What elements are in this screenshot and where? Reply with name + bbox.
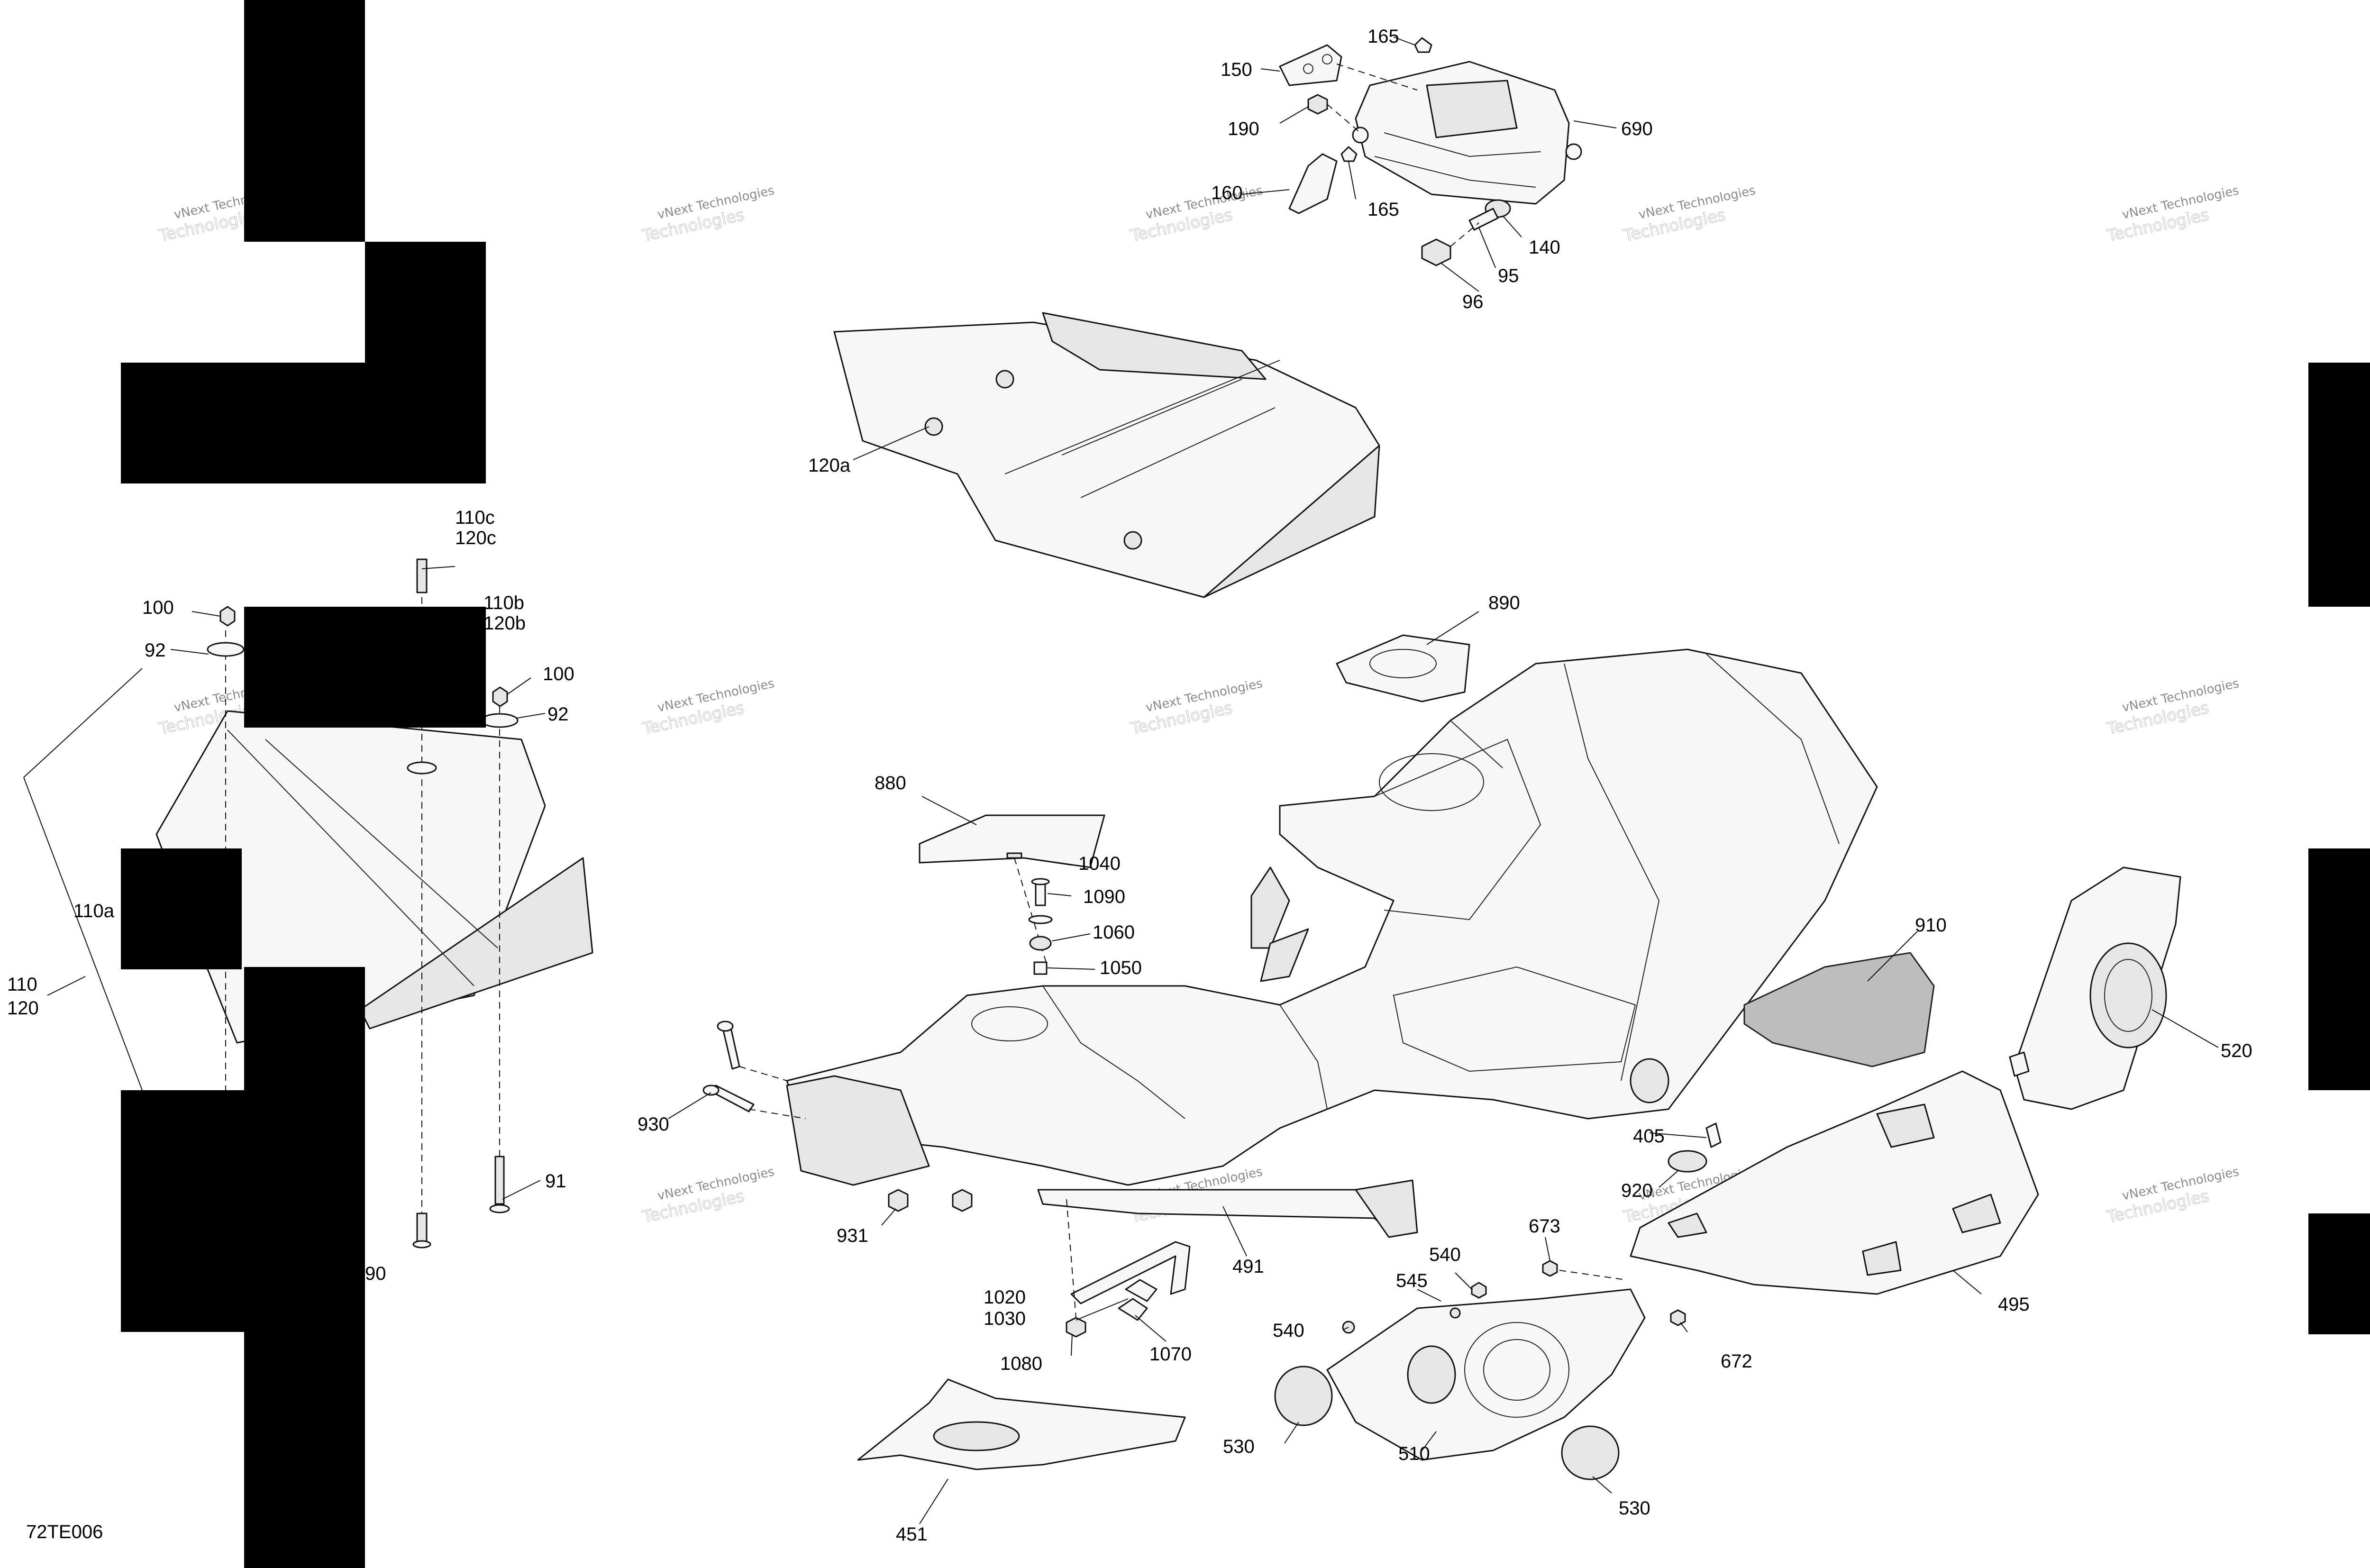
callout-label: 520	[2221, 1040, 2252, 1061]
callout-label: 110c	[455, 507, 495, 528]
callout-label: 92	[547, 704, 569, 725]
callout-label: 96	[1462, 292, 1484, 312]
callout-label: 150	[1221, 59, 1252, 80]
callout-label: 1070	[1149, 1344, 1192, 1365]
callout-labels: 165 150 190 690 160 165 140 95 96 120a 1…	[7, 26, 2252, 1545]
callout-label: 92	[145, 640, 166, 661]
callout-label: 160	[1211, 182, 1243, 203]
callout-label: 510	[1398, 1443, 1430, 1464]
callout-label: 495	[1998, 1294, 2030, 1315]
callout-label: 100	[142, 597, 174, 618]
callout-label: 120b	[483, 613, 526, 634]
redaction-blocks	[121, 0, 2370, 1568]
callout-label: 1080	[1000, 1353, 1042, 1374]
callout-label: 110	[7, 974, 37, 995]
callout-label: 1050	[1100, 957, 1142, 978]
leader-lines	[47, 36, 2219, 1524]
access-plate-880	[919, 814, 1105, 975]
bezel-510	[1274, 1260, 1686, 1480]
callout-label: 120c	[455, 528, 496, 548]
lower-tray-495	[1630, 1070, 2039, 1295]
diagram-id: 72TE006	[26, 1522, 103, 1542]
light-housing-520	[2009, 866, 2181, 1110]
callout-label: 90	[365, 1263, 386, 1284]
callout-label: 405	[1633, 1126, 1665, 1147]
callout-label: 880	[875, 773, 906, 793]
callout-label: 530	[1619, 1498, 1650, 1519]
callout-label: 920	[1621, 1180, 1653, 1201]
callout-label: 95	[1498, 265, 1519, 286]
callout-label: 930	[638, 1114, 669, 1135]
cover-plate-890	[1336, 634, 1470, 702]
rear-bracket-assembly	[1279, 37, 1582, 266]
fasteners-930-931	[702, 1021, 973, 1212]
callout-label: 673	[1529, 1216, 1560, 1237]
callout-label: 140	[1529, 237, 1560, 258]
callout-label: 190	[1228, 119, 1259, 139]
callout-label: 100	[543, 664, 574, 684]
mount-bracket-1020	[1066, 1199, 1191, 1338]
callout-label: 1060	[1093, 922, 1135, 943]
callout-label: 910	[1915, 915, 1947, 936]
callout-label: 491	[1232, 1256, 1264, 1277]
callout-label: 451	[896, 1524, 928, 1545]
callout-label: 931	[837, 1225, 868, 1246]
callout-label: 110b	[483, 593, 524, 613]
callout-label: 165	[1367, 26, 1399, 47]
callout-label: 91	[545, 1171, 566, 1192]
callout-label: 540	[1273, 1320, 1304, 1341]
lower-panel-451	[857, 1378, 1186, 1470]
left-footrest-assembly	[23, 558, 593, 1249]
callout-label: 165	[1367, 199, 1399, 220]
main-body-panel	[786, 648, 1878, 1186]
callout-label: 1030	[984, 1308, 1026, 1329]
callout-label: 1090	[1083, 886, 1125, 907]
mesh-pad-910	[1743, 952, 1935, 1067]
trim-strip-491	[1037, 1179, 1418, 1238]
callout-label: 110a	[73, 901, 115, 921]
callout-label: 672	[1721, 1351, 1752, 1372]
callout-label: 1020	[984, 1287, 1026, 1308]
callout-label: 690	[1621, 119, 1653, 139]
footrest-plate-120a	[833, 312, 1380, 598]
callout-label: 120a	[808, 455, 851, 476]
callout-label: 1040	[1078, 853, 1121, 874]
callout-label: 530	[1223, 1436, 1255, 1457]
callout-label: 545	[1396, 1270, 1428, 1291]
callout-label: 890	[1488, 593, 1520, 613]
callout-label: 540	[1429, 1244, 1461, 1265]
callout-label: 120	[7, 998, 39, 1019]
